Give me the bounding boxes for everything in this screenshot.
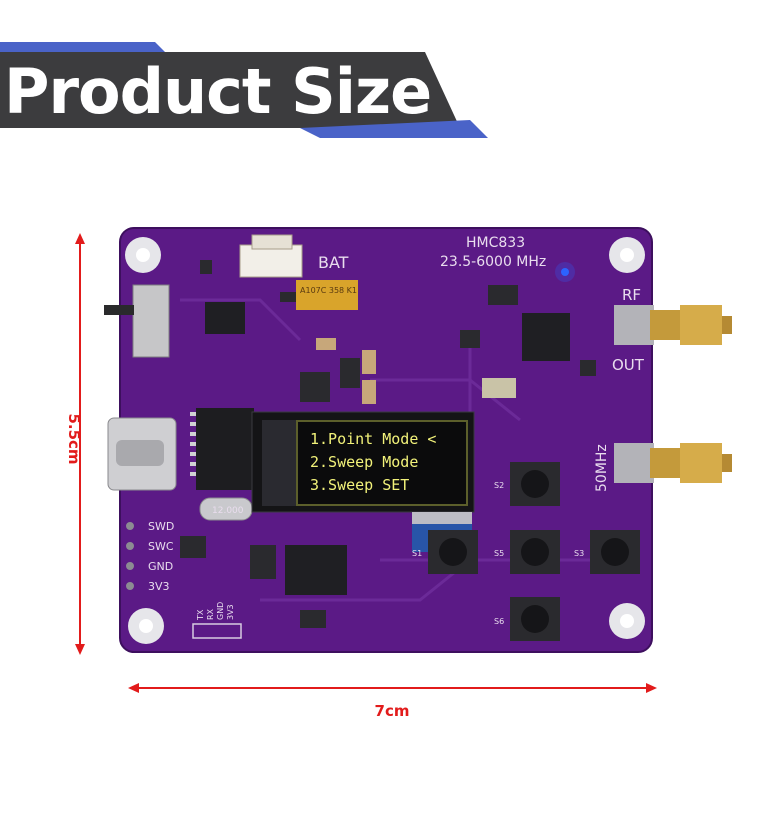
serial-pin-gnd: GND	[216, 602, 225, 620]
switch-label-s3: S3	[574, 549, 584, 558]
switch-label-s1: S1	[412, 549, 422, 558]
serial-pin-3v3: 3V3	[226, 604, 235, 620]
cap-label: A107C 358 K1	[300, 286, 357, 295]
push-buttons	[428, 462, 640, 641]
sma-connector-50mhz	[614, 443, 732, 483]
pin-label-gnd: GND	[148, 560, 173, 573]
ref-50mhz-label: 50MHz	[594, 444, 610, 492]
serial-pin-rx: RX	[206, 608, 215, 620]
board-model-label: HMC833	[466, 235, 525, 251]
width-dimension-label: 7cm	[374, 702, 410, 720]
pin-label-swd: SWD	[148, 520, 174, 533]
switch-label-s5: S5	[494, 549, 504, 558]
serial-pin-tx: TX	[196, 609, 205, 621]
title-banner	[0, 42, 488, 138]
oled-menu: 1.Point Mode < 2.Sweep Mode 3.Sweep SET	[310, 430, 436, 494]
pin-label-3v3: 3V3	[148, 580, 170, 593]
pin-label-swc: SWC	[148, 540, 174, 553]
rf-label: RF	[622, 286, 641, 304]
board-frequency-label: 23.5-6000 MHz	[440, 254, 546, 270]
sma-connector-rf-out	[614, 305, 732, 345]
banner-title: Product Size	[4, 55, 432, 128]
oled-line-point-mode: 1.Point Mode <	[310, 430, 436, 448]
battery-label: BAT	[318, 253, 349, 272]
oled-line-sweep-mode: 2.Sweep Mode	[310, 453, 418, 471]
mounting-holes	[125, 237, 645, 644]
crystal-label: 12.000	[212, 506, 244, 516]
oled-line-sweep-set: 3.Sweep SET	[310, 476, 409, 494]
out-label: OUT	[612, 356, 645, 374]
switch-label-s6: S6	[494, 617, 504, 626]
switch-label-s2: S2	[494, 481, 504, 490]
